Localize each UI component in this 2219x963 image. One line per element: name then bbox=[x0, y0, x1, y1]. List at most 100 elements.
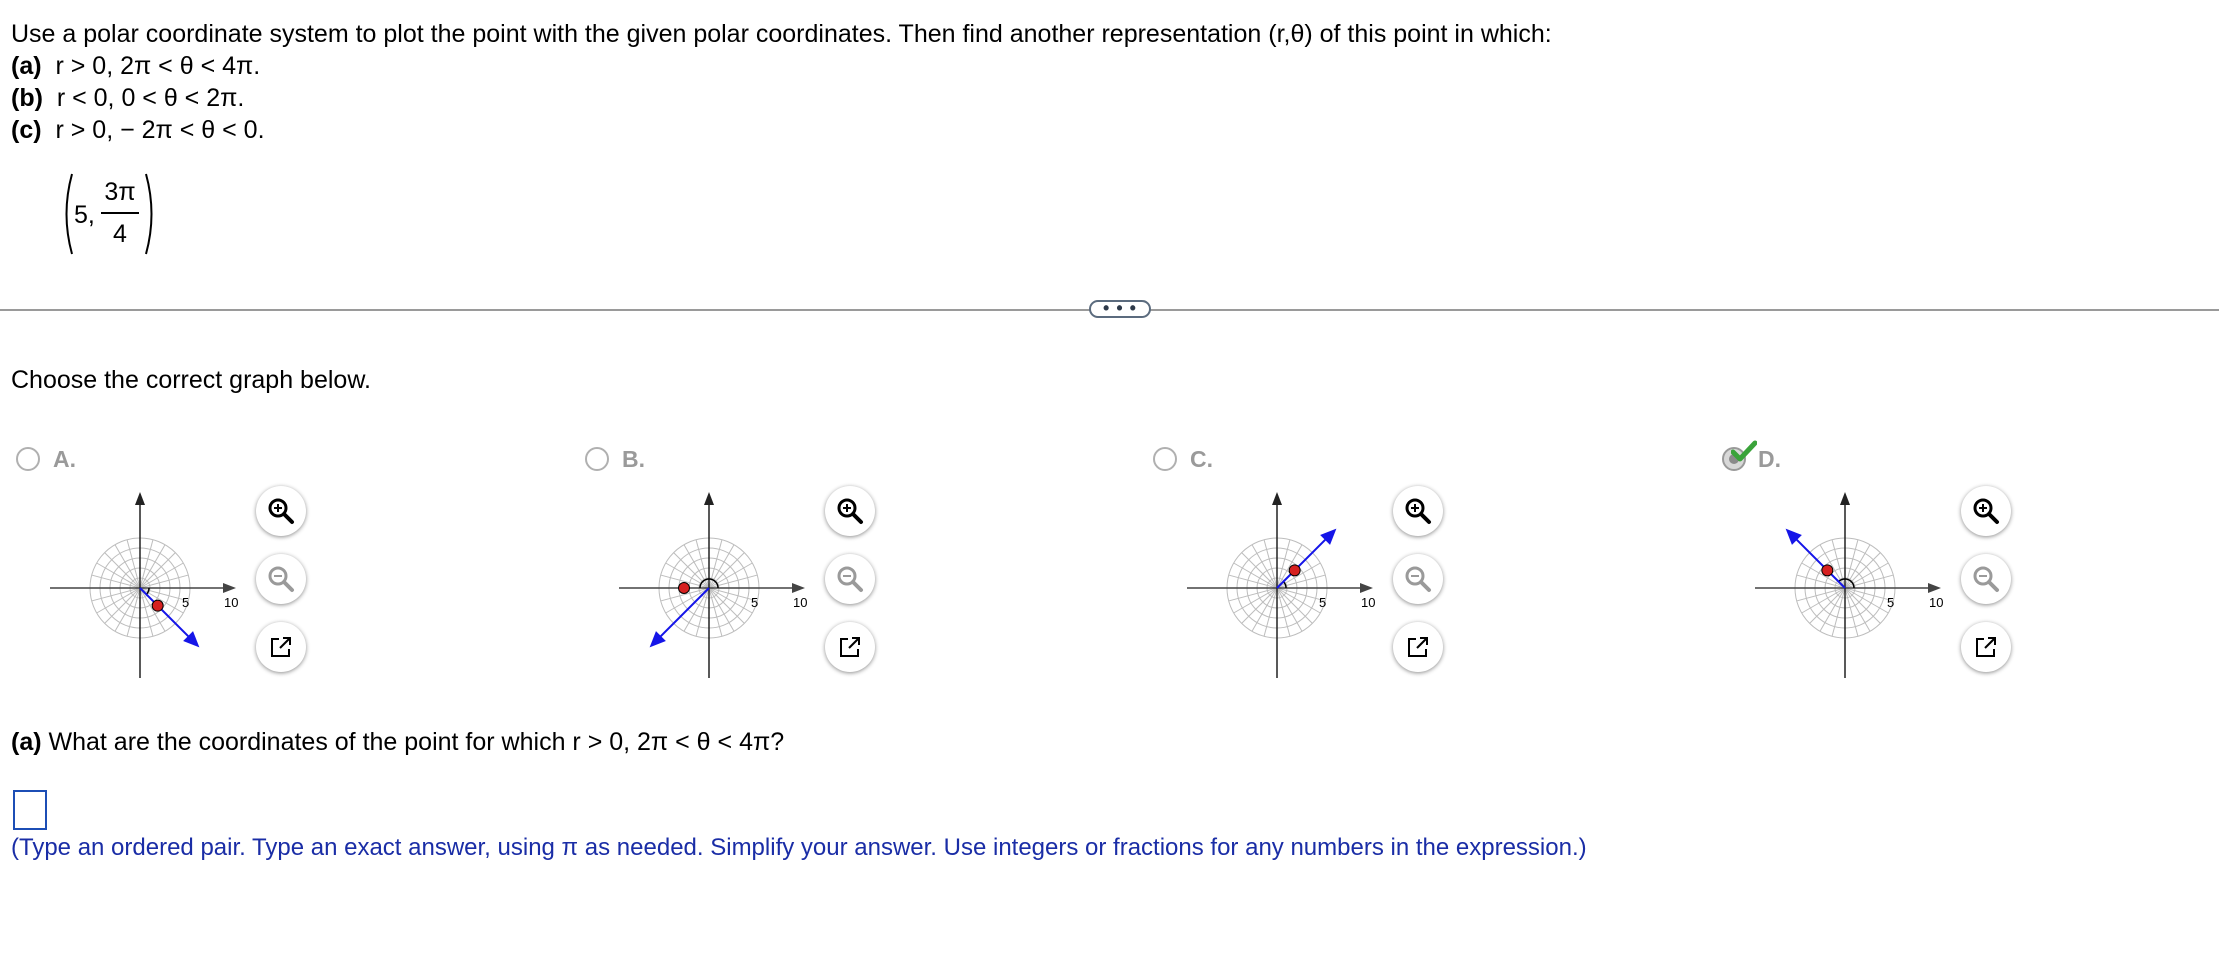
question-prompt: Use a polar coordinate system to plot th… bbox=[11, 20, 1552, 48]
condition-b-label: (b) bbox=[11, 84, 43, 112]
grid-ray bbox=[665, 587, 710, 614]
plotted-point bbox=[1821, 564, 1834, 577]
grid-ray bbox=[1844, 587, 1894, 602]
option-b-radio[interactable] bbox=[585, 447, 609, 471]
option-d-zoom-out-button[interactable] bbox=[1961, 554, 2011, 604]
more-button[interactable]: • • • bbox=[1089, 299, 1151, 318]
y-axis-arrow bbox=[704, 492, 714, 505]
option-d-graph: 5 10 bbox=[1755, 492, 1943, 678]
condition-c-label: (c) bbox=[11, 116, 42, 144]
option-c-pop-out-button[interactable] bbox=[1393, 622, 1443, 672]
option-c-radio[interactable] bbox=[1153, 447, 1177, 471]
condition-a: (a) r > 0, 2π < θ < 4π. bbox=[11, 50, 260, 82]
option-a-pop-out-button[interactable] bbox=[256, 622, 306, 672]
option-d-pop-out-button[interactable] bbox=[1961, 622, 2011, 672]
x-axis-arrow bbox=[223, 583, 236, 593]
x-axis-arrow bbox=[1360, 583, 1373, 593]
x-axis-arrow bbox=[1928, 583, 1941, 593]
grid-ray bbox=[1276, 587, 1313, 624]
grid-ray bbox=[1251, 544, 1278, 589]
grid-ray bbox=[1831, 539, 1846, 589]
grid-ray bbox=[1251, 587, 1278, 632]
left-paren bbox=[65, 173, 73, 255]
pop-out-icon bbox=[1976, 637, 1996, 657]
grid-ray bbox=[1263, 539, 1278, 589]
grid-ray bbox=[1241, 552, 1278, 589]
option-c-label: C. bbox=[1190, 446, 1213, 472]
grid-ray bbox=[139, 562, 184, 589]
point-theta-denominator: 4 bbox=[113, 220, 127, 248]
grid-ray bbox=[114, 544, 141, 589]
zoom-out-icon bbox=[1405, 566, 1431, 592]
grid-ray bbox=[1844, 587, 1881, 624]
option-c-zoom-out-button[interactable] bbox=[1393, 554, 1443, 604]
angle-arc bbox=[699, 578, 719, 589]
option-a-radio[interactable] bbox=[16, 447, 40, 471]
grid-ray bbox=[139, 587, 166, 632]
plotted-point bbox=[1288, 564, 1301, 577]
condition-a-text: r > 0, 2π < θ < 4π. bbox=[55, 52, 261, 80]
grid-ray bbox=[683, 587, 710, 632]
grid-ray bbox=[1276, 587, 1291, 637]
grid-ray bbox=[1796, 574, 1846, 589]
grid-ray bbox=[91, 574, 141, 589]
x-axis-arrow bbox=[792, 583, 805, 593]
condition-a-label: (a) bbox=[11, 52, 42, 80]
grid-ray bbox=[708, 587, 753, 614]
option-b-pop-out-button[interactable] bbox=[825, 622, 875, 672]
grid-ray bbox=[104, 552, 141, 589]
grid-ray bbox=[126, 539, 141, 589]
option-c-zoom-in-button[interactable] bbox=[1393, 486, 1443, 536]
part-a-question: (a) What are the coordinates of the poin… bbox=[11, 728, 784, 757]
grid-ray bbox=[708, 587, 745, 624]
option-b-zoom-out-button[interactable] bbox=[825, 554, 875, 604]
grid-ray bbox=[96, 587, 141, 614]
answer-input[interactable] bbox=[13, 790, 47, 830]
grid-ray bbox=[1831, 587, 1846, 637]
grid-ray bbox=[1276, 544, 1303, 589]
condition-c: (c) r > 0, − 2π < θ < 0. bbox=[11, 114, 265, 146]
option-a-zoom-in-button[interactable] bbox=[256, 486, 306, 536]
grid-ray bbox=[1844, 587, 1859, 637]
y-axis-arrow bbox=[1840, 492, 1850, 505]
option-a-label: A. bbox=[53, 446, 76, 472]
zoom-out-icon bbox=[837, 566, 863, 592]
grid-ray bbox=[1844, 552, 1881, 589]
y-axis-arrow bbox=[1272, 492, 1282, 505]
option-d-label: D. bbox=[1758, 446, 1781, 472]
grid-ray bbox=[139, 587, 154, 637]
plotted-point bbox=[151, 599, 164, 612]
angle-arc bbox=[1838, 578, 1855, 589]
plotted-point bbox=[678, 582, 690, 594]
grid-ray bbox=[91, 587, 141, 602]
grid-ray bbox=[104, 587, 141, 624]
grid-ray bbox=[1276, 539, 1291, 589]
grid-ray bbox=[708, 587, 758, 602]
ray-line bbox=[1276, 532, 1333, 589]
zoom-in-icon bbox=[837, 498, 863, 524]
ray-arrow bbox=[1785, 528, 1802, 545]
ray-line bbox=[139, 587, 196, 644]
condition-b-text: r < 0, 0 < θ < 2π. bbox=[56, 84, 245, 112]
option-a-zoom-out-button[interactable] bbox=[256, 554, 306, 604]
grid-ray bbox=[1844, 587, 1871, 632]
grid-ray bbox=[96, 562, 141, 589]
tick-label-5: 5 bbox=[182, 595, 189, 610]
pop-out-icon bbox=[1408, 637, 1428, 657]
grid-ray bbox=[1276, 587, 1321, 614]
grid-ray bbox=[1276, 587, 1326, 602]
zoom-in-icon bbox=[1973, 498, 1999, 524]
tick-label-10: 10 bbox=[1929, 595, 1943, 610]
option-b-zoom-in-button[interactable] bbox=[825, 486, 875, 536]
zoom-in-icon bbox=[1405, 498, 1431, 524]
zoom-out-icon bbox=[268, 566, 294, 592]
given-point: 5, 3π 4 bbox=[58, 172, 158, 256]
tick-label-5: 5 bbox=[1887, 595, 1894, 610]
grid-ray bbox=[139, 544, 166, 589]
grid-ray bbox=[1801, 562, 1846, 589]
option-d-zoom-in-button[interactable] bbox=[1961, 486, 2011, 536]
checkmark-icon bbox=[1731, 440, 1757, 462]
